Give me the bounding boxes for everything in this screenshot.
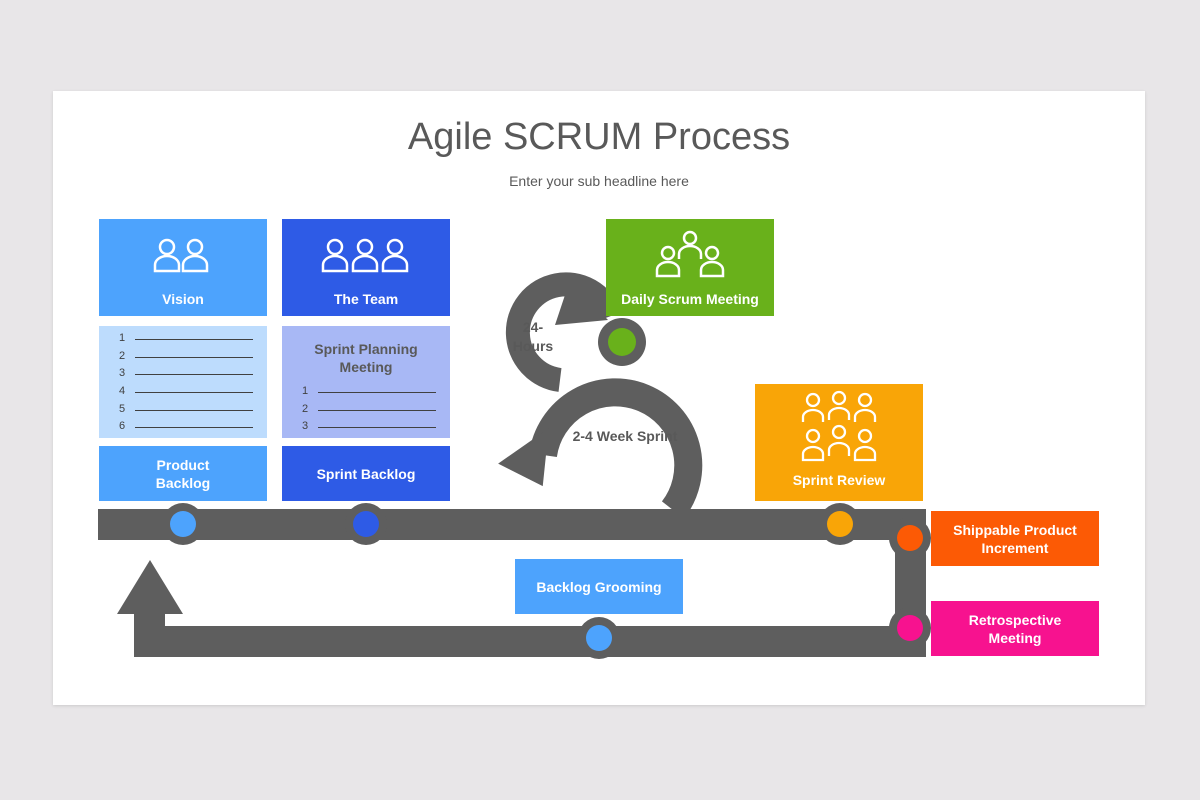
list-item: 6 xyxy=(119,417,253,435)
sprint-planning-box: Sprint Planning Meeting 1 2 3 xyxy=(282,326,450,438)
shippable-increment-box: Shippable Product Increment xyxy=(931,511,1099,566)
daily-scrum-label: Daily Scrum Meeting xyxy=(621,291,759,307)
list-item: 1 xyxy=(302,382,436,400)
vision-card: Vision xyxy=(99,219,267,316)
list-item: 2 xyxy=(302,400,436,418)
sprint-planning-title: Sprint Planning Meeting xyxy=(314,341,418,375)
team-icon xyxy=(282,237,450,273)
team-card: The Team xyxy=(282,219,450,316)
team-label: The Team xyxy=(333,291,399,307)
product-backlog-list: 1 2 3 4 5 6 xyxy=(99,326,267,438)
list-item: 5 xyxy=(119,400,253,418)
daily-arrow-head xyxy=(555,280,608,325)
hours-label: 24- Hours xyxy=(512,319,554,354)
sprint-cycle-loop xyxy=(498,272,703,519)
main-track xyxy=(98,509,926,657)
product-backlog-box: Product Backlog xyxy=(99,446,267,501)
sprint-arrow-head xyxy=(498,428,549,487)
sprint-backlog-box: Sprint Backlog xyxy=(282,446,450,501)
crowd-icon xyxy=(755,390,923,466)
page-subtitle: Enter your sub headline here xyxy=(509,173,689,189)
sprint-review-label: Sprint Review xyxy=(792,472,886,488)
retrospective-box: Retrospective Meeting xyxy=(931,601,1099,656)
daily-scrum-card: Daily Scrum Meeting xyxy=(606,219,774,316)
sprint-duration-label: 2-4 Week Sprint xyxy=(572,428,678,444)
people-icon xyxy=(99,237,267,273)
list-item: 4 xyxy=(119,382,253,400)
page-title: Agile SCRUM Process xyxy=(407,116,791,158)
meeting-group-icon xyxy=(606,229,774,279)
return-arrow-head xyxy=(117,560,183,614)
milestone-dots xyxy=(162,318,931,659)
list-item: 3 xyxy=(119,364,253,382)
vision-label: Vision xyxy=(162,291,204,307)
list-item: 1 xyxy=(119,329,253,347)
list-item: 3 xyxy=(302,417,436,435)
sprint-review-card: Sprint Review xyxy=(755,384,923,501)
list-item: 2 xyxy=(119,347,253,365)
backlog-grooming-box: Backlog Grooming xyxy=(515,559,683,614)
